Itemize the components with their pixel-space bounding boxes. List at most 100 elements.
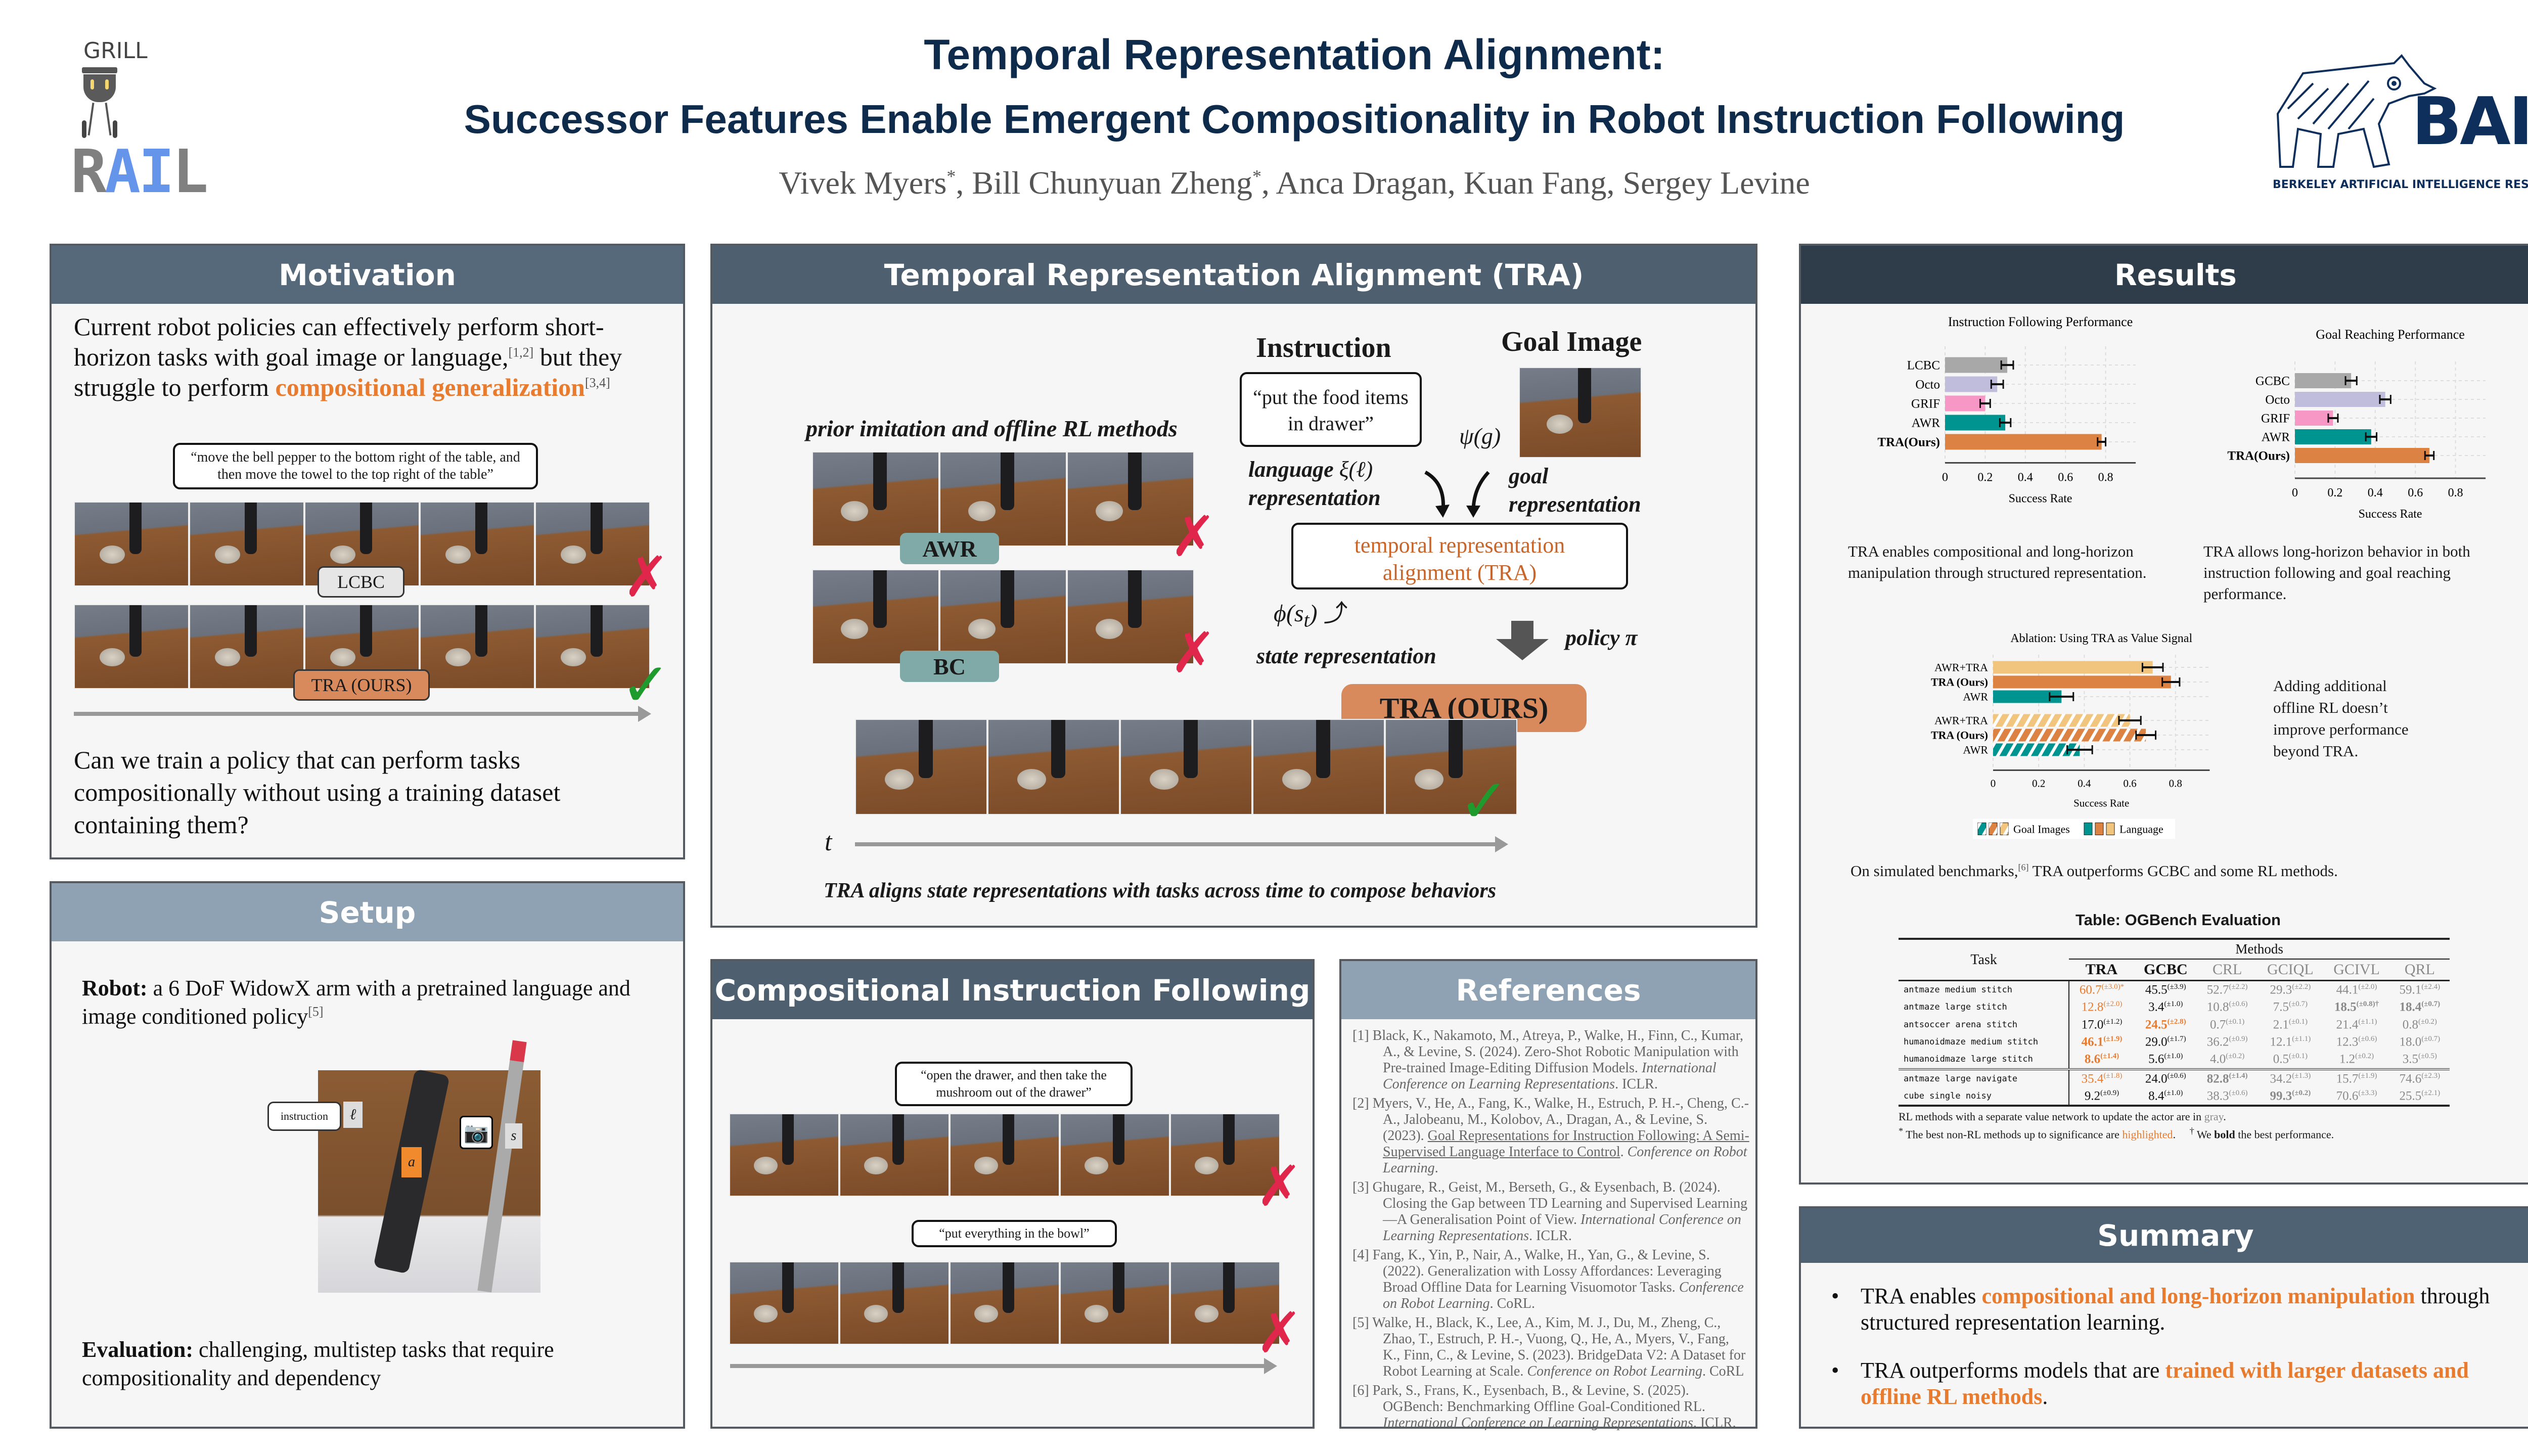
awr-frame [1067,451,1194,547]
rollout-frame [535,502,650,586]
x-tick-label: 0 [1991,778,1996,790]
bc-label: BC [900,651,999,682]
summary-panel: Summary • TRA enables compositional and … [1799,1206,2528,1429]
column-header: CRL [2212,961,2242,978]
ablation-note: Adding additional offline RL doesn’t imp… [2273,677,2409,760]
score-cell: 74.6(±2.3) [2399,1071,2441,1085]
reference-list: [1] Black, K., Nakamoto, M., Atreya, P.,… [1352,1028,1749,1434]
y-category-label: Octo [2265,393,2290,406]
bair-logo-subtitle: BERKELEY ARTIFICIAL INTELLIGENCE RESEARC… [2273,178,2528,191]
y-category-label: GRIF [1911,397,1940,411]
bar-traours [1993,675,2171,689]
success-check-icon: ✓ [620,650,671,720]
score-cell: 5.6(±1.0) [2148,1052,2183,1066]
reference-item: [2] Myers, V., He, A., Fang, K., Walke, … [1352,1096,1749,1176]
score-cell: 25.5(±2.1) [2399,1088,2441,1103]
poster-title-line1: Temporal Representation Alignment: [924,31,1665,78]
task-header: Task [1970,951,1997,968]
rollout-frame [189,502,304,586]
score-cell: 18.0(±0.7) [2399,1034,2441,1049]
methods-header: Methods [2069,939,2450,960]
x-tick-label: 0.8 [2098,471,2113,484]
score-cell: 9.2(±0.9) [2084,1088,2119,1103]
bair-logo-text: BAIR [2412,83,2528,160]
y-category-label: Octo [1915,378,1940,391]
instruction-quote-box: “put the food items in drawer” [1240,372,1422,447]
fail-x-icon: ✗ [1170,504,1217,569]
state-symbol: s [505,1123,522,1149]
y-category-label: AWR [1912,416,1940,430]
y-category-label: TRA(Ours) [1877,435,1940,449]
state-embedding-symbol: ϕ(st) ⤴ [1274,600,1348,631]
score-cell: 0.8(±0.2) [2402,1017,2437,1031]
rollout-frame [535,604,650,689]
reference-item: [3] Ghugare, R., Geist, M., Berseth, G.,… [1352,1179,1748,1244]
task-name: antmaze large stitch [1899,998,2070,1016]
x-tick-label: 0.6 [2058,471,2073,484]
arrow-icon [1466,471,1490,518]
score-cell: 70.6(±3.3) [2336,1088,2377,1103]
x-axis-label: Success Rate [2359,508,2422,521]
author: Bill Chunyuan Zheng [972,165,1252,201]
task-name: humanoidmaze medium stitch [1899,1033,2070,1051]
rollout-frame [420,604,535,689]
score-cell: 29.3(±2.2) [2270,983,2311,997]
bullet-icon: • [1831,1284,1839,1308]
y-category-label: AWR+TRA [1934,661,1988,673]
score-cell: 4.0(±0.2) [2210,1052,2245,1066]
score-cell: 36.2(±0.9) [2206,1034,2248,1049]
time-label: t [825,828,832,856]
bear-circuit-icon [2276,54,2437,168]
score-cell: 8.4(±1.0) [2148,1088,2183,1103]
author: Vivek Myers [779,165,947,201]
y-category-label: AWR+TRA [1934,714,1988,726]
score-cell: 0.5(±0.1) [2273,1052,2308,1066]
author: Anca Dragan [1276,165,1448,201]
rail-logo: GRILL RAIL [71,38,273,205]
score-cell: 1.2(±0.2) [2339,1052,2374,1066]
bar-traours [2295,448,2429,463]
bar-awr [1945,415,2006,431]
x-tick-label: 0.8 [2169,778,2182,790]
rollout-frame [729,1261,839,1345]
summary-bullet: • TRA outperforms models that are traine… [1831,1358,2469,1409]
awr-frame [812,451,939,547]
citation: [3,4] [584,375,610,390]
rollout-frame [74,604,189,689]
score-cell: 29.0(±1.7) [2145,1034,2186,1049]
bar-octo [1945,376,1998,392]
score-cell: 8.6(±1.4) [2084,1052,2119,1066]
score-cell: 17.0(±1.2) [2081,1017,2123,1031]
goal-image [1519,367,1642,458]
bar-hatch [1993,729,2146,742]
motivation-header: Motivation [52,246,683,304]
bullet-icon: • [1831,1358,1839,1383]
reference-link[interactable]: Goal Representations for Instruction Fol… [1383,1128,1749,1160]
reference-item: [6] Park, S., Frans, K., Eysenbach, B., … [1352,1383,1736,1431]
instruction-quote-box: “move the bell pepper to the bottom righ… [173,443,538,489]
compositional-header: Compositional Instruction Following [712,961,1313,1019]
instruction-title: Instruction [1256,332,1391,363]
language-representation-label: language ξ(ℓ)representation [1248,457,1381,510]
table-notes: RL methods with a separate value network… [1899,1110,2334,1141]
score-cell: 7.5(±0.7) [2273,1000,2308,1014]
column-header: GCIQL [2267,961,2314,978]
author: Kuan Fang [1463,165,1607,201]
tra-frame [1385,719,1517,815]
goal-embedding-symbol: ψ(g) [1459,423,1501,449]
task-name: antsoccer arena stitch [1899,1016,2070,1033]
rollout-frame [950,1113,1060,1197]
rollout-frame [839,1113,950,1197]
bar-hatch [1993,714,2130,727]
chart-title: Goal Reaching Performance [2316,327,2465,342]
robot-description: Robot: a 6 DoF WidowX arm with a pretrai… [82,976,630,1029]
score-cell: 3.5(±0.5) [2402,1052,2437,1066]
column-header: GCBC [2143,961,2188,978]
legend-label: Language [2119,823,2163,836]
rollout-frame [1170,1113,1280,1197]
rollout-frame [420,502,535,586]
